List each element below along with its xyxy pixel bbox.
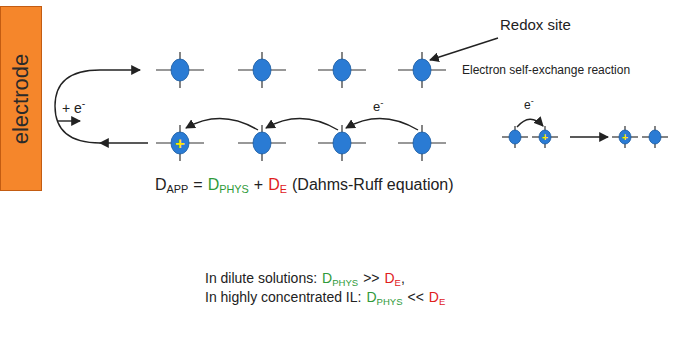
site-circle	[171, 59, 189, 81]
electron-in-arrow	[100, 69, 140, 70]
caption-label: Electron self-exchange reaction	[462, 64, 630, 78]
note-line-text: D	[384, 270, 394, 286]
small-arrow	[58, 120, 80, 121]
equation-text: D	[268, 176, 280, 193]
subscript: E	[439, 296, 445, 307]
charge-symbol-text: +	[175, 134, 185, 153]
equation: DAPP=DPHYS+DE(Dahms-Ruff equation)	[155, 176, 454, 196]
site-circle	[333, 132, 351, 154]
electron-label: + e-	[62, 97, 85, 116]
callout-label-text: Redox site	[500, 16, 571, 33]
redox-site	[532, 126, 558, 148]
hop-arrow	[266, 118, 338, 130]
charge-symbol: +	[622, 132, 628, 143]
hop-arrow	[186, 118, 258, 130]
site-circle	[171, 132, 189, 154]
equation-text: D	[208, 176, 220, 193]
electron-label-text: e	[524, 98, 531, 112]
redox-site	[156, 52, 204, 88]
charge-symbol-text: +	[542, 131, 548, 143]
note-line-text: ,	[401, 270, 405, 286]
electrode-box: electrode	[0, 6, 42, 191]
equation-text: (Dahms-Ruff equation)	[292, 176, 454, 193]
note-line-text: D	[429, 289, 439, 305]
note-line: In highly concentrated IL:DPHYS<<DE	[205, 289, 445, 308]
redox-site	[318, 125, 366, 161]
reaction-arrow	[570, 136, 608, 137]
electrode-label: electrode	[8, 53, 34, 144]
callout-label: Redox site	[500, 16, 571, 33]
electrode-loop	[55, 70, 100, 143]
electron-out-arrow	[100, 142, 148, 143]
redox-site	[642, 126, 668, 148]
site-circle	[619, 130, 631, 144]
site-circle	[253, 132, 271, 154]
site-circle	[649, 130, 661, 144]
site-circle	[413, 59, 431, 81]
electron-label: e-	[373, 97, 383, 115]
subscript: PHYS	[332, 277, 358, 288]
site-circle	[413, 132, 431, 154]
subscript: APP	[167, 183, 189, 195]
leader-arrow	[430, 38, 498, 60]
equation-text: +	[254, 176, 263, 193]
note-line-text: <<	[407, 289, 423, 305]
note-line-text: In dilute solutions:	[205, 270, 317, 286]
redox-site	[318, 52, 366, 88]
redox-site	[398, 125, 446, 161]
charge-symbol-text: +	[622, 131, 628, 143]
note-line: In dilute solutions:DPHYS>>DE,	[205, 270, 405, 289]
hop-arrow	[346, 118, 418, 130]
site-circle	[509, 130, 521, 144]
caption-label-text: Electron self-exchange reaction	[462, 63, 630, 77]
superscript: -	[380, 97, 383, 108]
subscript: E	[280, 183, 287, 195]
site-circle	[253, 59, 271, 81]
subscript: PHYS	[219, 183, 249, 195]
charge-symbol: +	[542, 132, 548, 143]
note-line-text: D	[366, 289, 376, 305]
redox-site	[502, 126, 528, 148]
note-line-text: D	[322, 270, 332, 286]
redox-site	[238, 52, 286, 88]
subscript: E	[395, 277, 401, 288]
superscript: -	[531, 96, 534, 106]
note-line-text: >>	[363, 270, 379, 286]
equation-text: =	[193, 176, 202, 193]
redox-site	[156, 125, 204, 161]
redox-site	[612, 126, 638, 148]
electron-label-text: e	[373, 99, 380, 114]
note-line-text: In highly concentrated IL:	[205, 289, 361, 305]
subscript: PHYS	[377, 296, 403, 307]
equation-text: D	[155, 176, 167, 193]
charge-symbol: +	[175, 135, 185, 152]
exchange-arrow	[517, 119, 543, 127]
electron-label: e-	[524, 96, 534, 113]
electron-label-text: + e	[62, 100, 82, 116]
site-circle	[333, 59, 351, 81]
site-circle	[539, 130, 551, 144]
superscript: -	[82, 97, 86, 109]
redox-site	[238, 125, 286, 161]
